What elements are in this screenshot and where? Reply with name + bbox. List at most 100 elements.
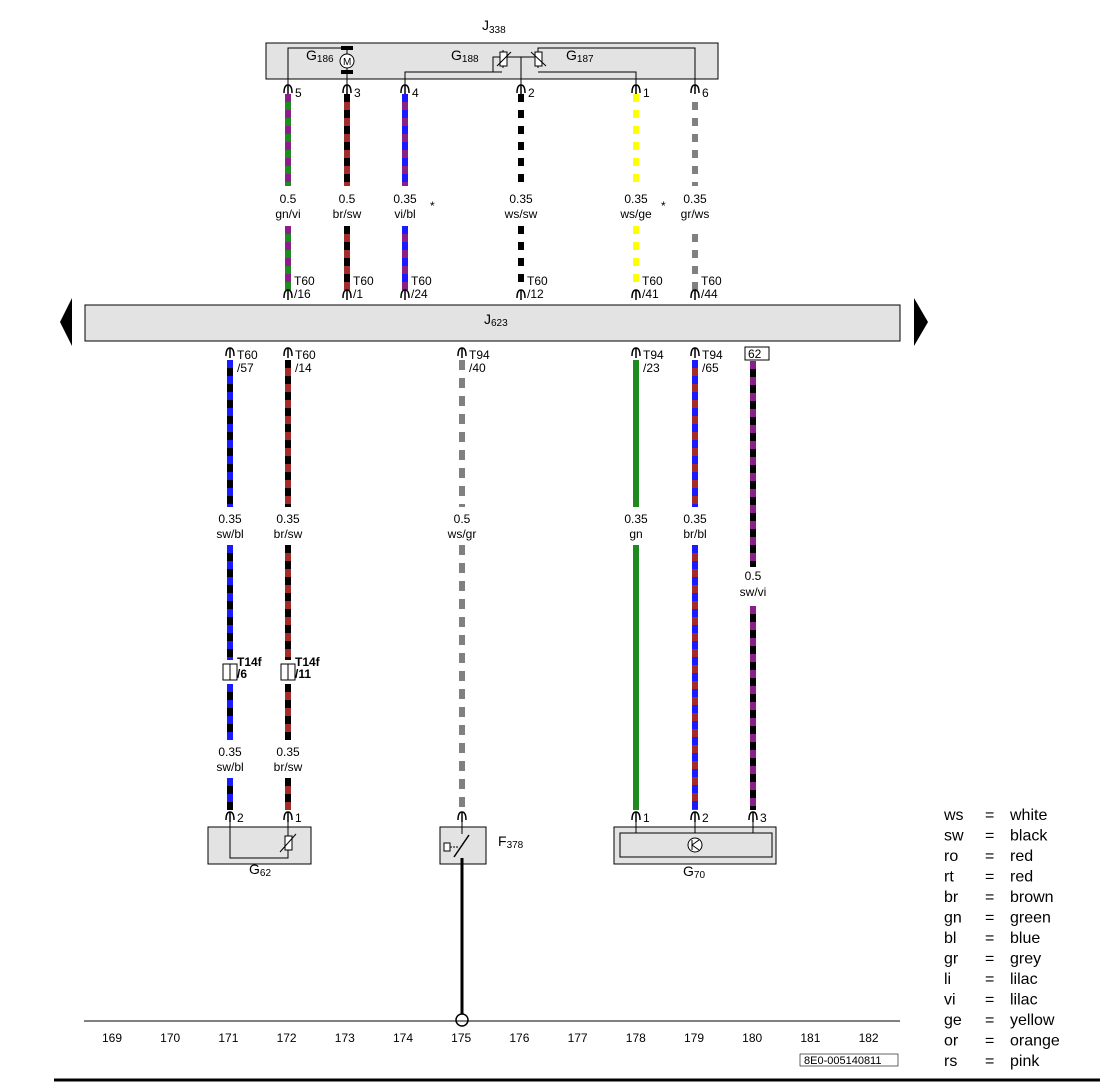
connector-name: T60 [411, 274, 432, 288]
legend-equals: = [985, 848, 994, 865]
end-pin-number: 3 [760, 811, 767, 825]
ground-point-icon [455, 1013, 469, 1027]
wire-size: 0.35 [624, 192, 648, 206]
wire-size: 0.35 [624, 512, 648, 526]
top-pin-number: 4 [412, 86, 419, 100]
connector-pin: /57 [237, 361, 254, 375]
inline-connector-name: T14f [295, 655, 321, 669]
wire-color-code: gn [629, 527, 642, 541]
scale-number: 178 [626, 1031, 646, 1045]
scale-number: 169 [102, 1031, 122, 1045]
scale-number: 173 [335, 1031, 355, 1045]
connector-name: T60 [295, 348, 316, 362]
wire-color-code: gn/vi [275, 207, 300, 221]
legend-code: li [944, 971, 951, 988]
wire-size: 0.35 [218, 745, 242, 759]
legend-equals: = [985, 951, 994, 968]
legend-code: br [944, 889, 959, 906]
motor-top-brush [341, 46, 353, 50]
g186-label: G186 [306, 47, 334, 65]
scale-number: 182 [859, 1031, 879, 1045]
top-pin-number: 5 [295, 86, 302, 100]
legend-equals: = [985, 1033, 994, 1050]
legend-code: gr [944, 951, 959, 968]
legend-color-name: brown [1010, 889, 1054, 906]
j623-label: J623 [484, 311, 508, 329]
top-pin-number: 3 [354, 86, 361, 100]
inline-connector-pin: /6 [237, 667, 247, 681]
connector-name: T60 [237, 348, 258, 362]
legend-color-name: black [1010, 828, 1048, 845]
wire-size: 0.35 [276, 745, 300, 759]
legend-code: gn [944, 910, 962, 927]
f378-label: F378 [498, 833, 524, 851]
scale-number: 170 [160, 1031, 180, 1045]
legend-color-name: green [1010, 910, 1051, 927]
connector-name: T60 [353, 274, 374, 288]
connector-62-box [744, 346, 770, 361]
motor-bottom-brush [341, 70, 353, 74]
g70-label: G70 [683, 863, 705, 881]
g187-label: G187 [566, 47, 594, 65]
motor-symbol: M [343, 57, 351, 68]
connector-name: T94 [469, 348, 490, 362]
legend-color-name: white [1009, 807, 1047, 824]
legend-color-name: orange [1010, 1033, 1060, 1050]
end-pin-number: 2 [702, 811, 709, 825]
wire-color-code: ws/sw [504, 207, 538, 221]
legend-equals: = [985, 992, 994, 1009]
wire-size: 0.5 [280, 192, 297, 206]
end-pin-number: 1 [643, 811, 650, 825]
j338-label: J338 [482, 17, 506, 36]
wire-color-code: gr/ws [681, 207, 710, 221]
wire-color-code: br/sw [274, 527, 303, 541]
connector-pin: /65 [702, 361, 719, 375]
legend-color-name: grey [1010, 951, 1041, 968]
doc-code-box [799, 1053, 899, 1067]
scale-number: 172 [277, 1031, 297, 1045]
scale-number: 175 [451, 1031, 471, 1045]
connector-pin: /24 [411, 287, 428, 301]
connector-name: T60 [642, 274, 663, 288]
bottom-wire-group: T60/57T14f/60.35sw/bl0.35sw/bl2T60/14T14… [216, 346, 770, 825]
wire-note-star: * [661, 199, 666, 213]
g70-inner-box [619, 832, 773, 858]
wire-size: 0.35 [683, 192, 707, 206]
legend-equals: = [985, 910, 994, 927]
scale-number: 174 [393, 1031, 413, 1045]
wire-color-code: vi/bl [394, 207, 415, 221]
top-pin-number: 6 [702, 86, 709, 100]
wire-size: 0.35 [683, 512, 707, 526]
legend-color-name: lilac [1010, 971, 1038, 988]
connector-name: T94 [702, 348, 723, 362]
connector-pin: /23 [643, 361, 660, 375]
legend-color-name: red [1010, 848, 1033, 865]
wire-color-code: br/bl [683, 527, 706, 541]
wire-color-code: sw/vi [740, 585, 767, 599]
g62-label: G62 [249, 861, 271, 879]
scale-number: 171 [218, 1031, 238, 1045]
legend-equals: = [985, 1012, 994, 1029]
top-pin-number: 2 [528, 86, 535, 100]
wire-color-code: sw/bl [216, 760, 243, 774]
wire-size: 0.35 [393, 192, 417, 206]
legend-equals: = [985, 971, 994, 988]
legend-equals: = [985, 807, 994, 824]
wire-note-star: * [430, 199, 435, 213]
legend-equals: = [985, 930, 994, 947]
legend-code: ge [944, 1012, 962, 1029]
legend-color-name: blue [1010, 930, 1040, 947]
legend-code: bl [944, 930, 956, 947]
g70-sensor-icon [687, 837, 703, 853]
wire-color-code: sw/bl [216, 527, 243, 541]
legend-equals: = [985, 1053, 994, 1070]
g188-label: G188 [451, 47, 479, 65]
connector-pin: /44 [701, 287, 718, 301]
wire-size: 0.5 [454, 512, 471, 526]
connector-pin: /40 [469, 361, 486, 375]
top-pin-number: 1 [643, 86, 650, 100]
g62-sensor-arrow-icon [279, 833, 297, 853]
top-wire-group: 50.5gn/viT60/1630.5br/swT60/140.35vi/bl*… [275, 84, 722, 301]
wire-size: 0.5 [339, 192, 356, 206]
